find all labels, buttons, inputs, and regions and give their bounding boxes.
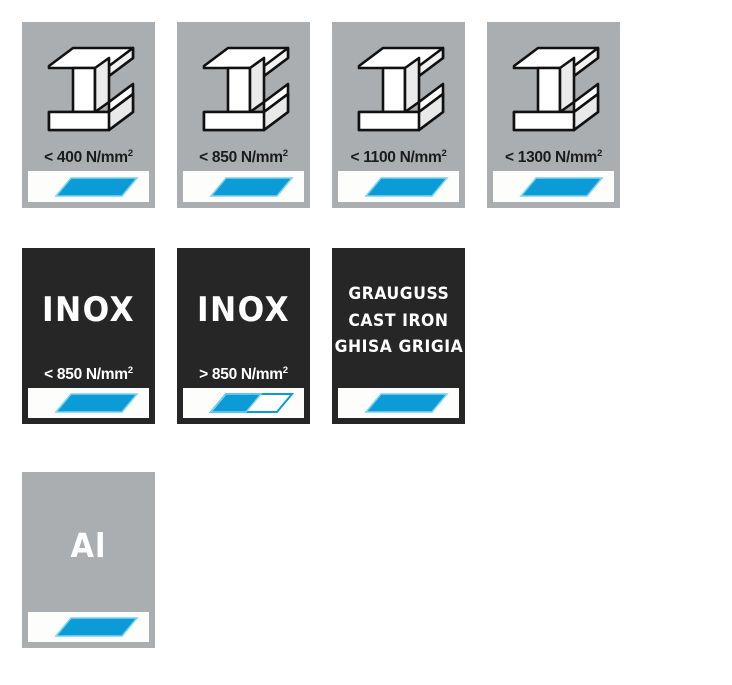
capability-swatch-strip (183, 171, 304, 202)
wordmark-line-en: CAST IRON (348, 310, 449, 331)
card-steel-400[interactable]: < 400 N/mm2 (22, 22, 155, 208)
cast-iron-wordmark: GRAUGUSS CAST IRON GHISA GRIGIA (334, 254, 462, 388)
wordmark-line-de: GRAUGUSS (348, 284, 449, 305)
swatch-full-icon (209, 176, 294, 197)
card-steel-1100[interactable]: < 1100 N/mm2 (332, 22, 465, 208)
card-steel-850[interactable]: < 850 N/mm2 (177, 22, 310, 208)
swatch-half-icon (208, 393, 294, 413)
spec-label: < 1300 N/mm2 (505, 147, 602, 166)
card-cast-iron[interactable]: GRAUGUSS CAST IRON GHISA GRIGIA (332, 248, 465, 424)
card-steel-1300[interactable]: < 1300 N/mm2 (487, 22, 620, 208)
capability-swatch-strip (338, 388, 459, 418)
wordmark-text: Al (70, 525, 107, 565)
wordmark-line-it: GHISA GRIGIA (334, 337, 463, 358)
capability-swatch-strip (338, 171, 459, 202)
capability-swatch-strip (28, 171, 149, 202)
capability-swatch-strip (183, 388, 304, 418)
swatch-full-icon (519, 176, 604, 197)
wordmark-text: INOX (42, 290, 135, 331)
aluminium-wordmark: Al (28, 478, 149, 612)
i-beam-icon (183, 28, 304, 150)
card-inox-gt850[interactable]: INOX > 850 N/mm2 (177, 248, 310, 424)
spec-label: < 850 N/mm2 (199, 147, 288, 166)
spec-label: < 1100 N/mm2 (350, 147, 447, 166)
swatch-full-icon (364, 393, 449, 413)
capability-swatch-strip (28, 612, 149, 642)
capability-swatch-strip (28, 388, 149, 418)
inox-wordmark: INOX (183, 254, 304, 367)
card-aluminium[interactable]: Al (22, 472, 155, 648)
i-beam-icon (338, 28, 459, 150)
spec-label: < 850 N/mm2 (44, 364, 133, 383)
spec-label: < 400 N/mm2 (44, 147, 133, 166)
swatch-full-icon (54, 176, 139, 197)
swatch-full-icon (54, 617, 139, 637)
card-inox-lt850[interactable]: INOX < 850 N/mm2 (22, 248, 155, 424)
spec-label: > 850 N/mm2 (199, 364, 288, 383)
capability-swatch-strip (493, 171, 614, 202)
swatch-full-icon (54, 393, 139, 413)
i-beam-icon (28, 28, 149, 150)
inox-wordmark: INOX (28, 254, 149, 367)
wordmark-text: INOX (197, 290, 290, 331)
i-beam-icon (493, 28, 614, 150)
swatch-full-icon (364, 176, 449, 197)
